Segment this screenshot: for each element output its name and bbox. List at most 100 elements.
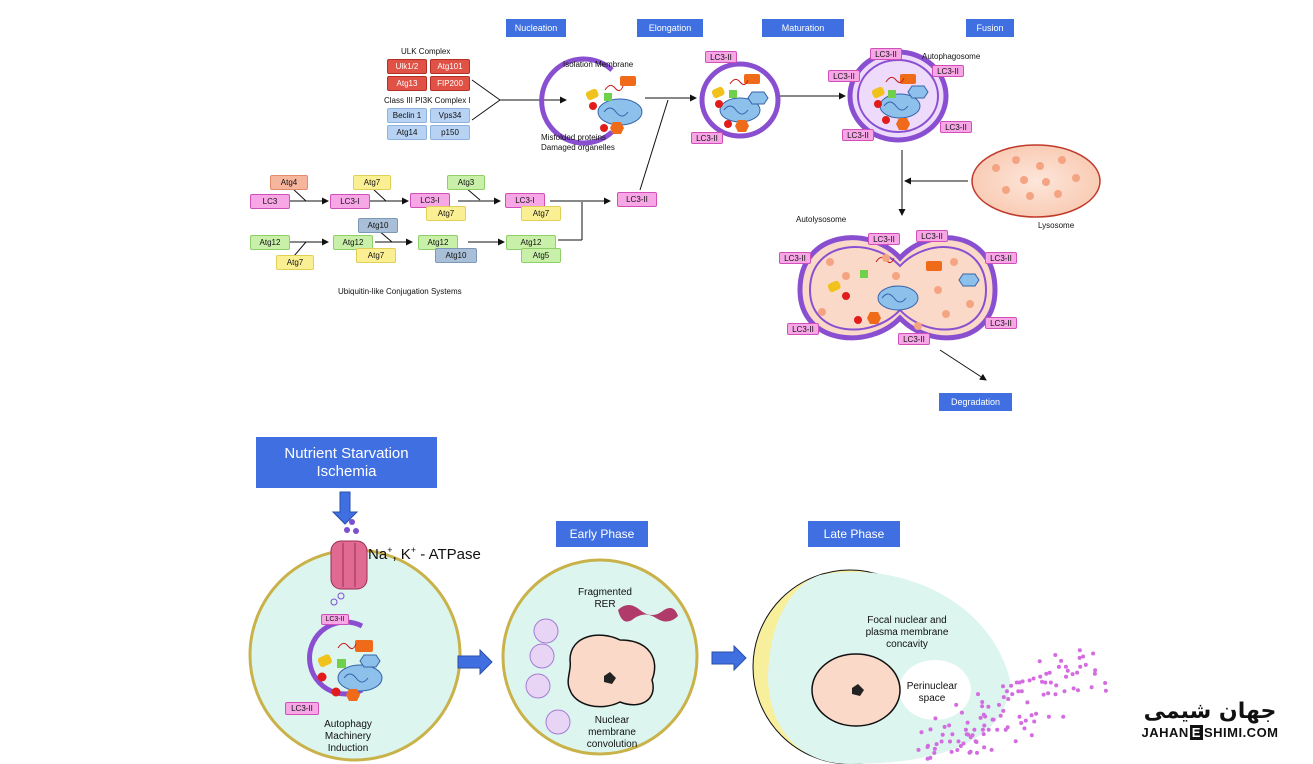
lc3ii-tag: LC3-II xyxy=(691,132,723,144)
particle xyxy=(1083,662,1088,667)
lc3ii-tag: LC3-II xyxy=(321,614,349,625)
particle xyxy=(1014,680,1019,685)
atpase-k: , K xyxy=(392,546,411,563)
fragmented-line: RER xyxy=(594,599,616,610)
isolation-membrane-label: Isolation Membrane xyxy=(563,60,634,69)
cell-3 xyxy=(752,569,1010,764)
particle xyxy=(1071,686,1076,691)
lc3ii-tag: LC3-II xyxy=(868,233,900,245)
particle xyxy=(997,702,1001,707)
particle xyxy=(950,732,955,737)
misfolded-label: Misfolded proteins xyxy=(541,133,606,142)
particle xyxy=(1093,668,1098,673)
conj-atg12: Atg12 xyxy=(506,235,556,250)
particle xyxy=(1013,739,1018,744)
particle xyxy=(1053,653,1058,657)
particle xyxy=(961,741,966,746)
particle xyxy=(1077,648,1082,653)
particle xyxy=(1064,674,1068,679)
particle xyxy=(982,745,987,750)
trigger-line-1: Nutrient Starvation xyxy=(284,444,409,462)
particle xyxy=(1038,674,1043,679)
pi3k-title: Class III PI3K Complex I xyxy=(384,96,471,105)
conj-atg7: Atg7 xyxy=(353,175,391,190)
particle xyxy=(1027,678,1032,683)
particle xyxy=(976,692,980,697)
stage-degradation: Degradation xyxy=(939,393,1012,411)
particle xyxy=(1040,679,1044,684)
particle xyxy=(949,749,954,754)
particle xyxy=(1046,691,1051,696)
focal-line: Focal nuclear and xyxy=(867,615,947,626)
atpase-na: Na xyxy=(368,546,388,563)
particle xyxy=(1041,692,1046,697)
particle xyxy=(1017,714,1022,719)
fragmented-line: Fragmented xyxy=(578,587,632,598)
particle xyxy=(1003,727,1008,732)
particle xyxy=(1070,672,1075,677)
ulk-item: Atg13 xyxy=(387,76,427,91)
particle xyxy=(916,747,921,752)
particle xyxy=(1016,689,1021,694)
particle xyxy=(975,750,979,755)
particle xyxy=(1010,692,1015,697)
particle xyxy=(1103,688,1108,693)
induction-line: Autophagy xyxy=(324,719,372,730)
conj-lc3i: LC3-I xyxy=(330,194,370,209)
induction-label: Autophagy Machinery Induction xyxy=(318,719,378,755)
particle xyxy=(932,746,937,751)
particle xyxy=(1001,695,1006,700)
particle xyxy=(978,715,983,720)
particle xyxy=(940,732,945,737)
lysosome-label: Lysosome xyxy=(1038,221,1075,230)
conj-atg7: Atg7 xyxy=(356,248,396,263)
right-arrow-1 xyxy=(457,648,493,676)
ulk-item: Atg101 xyxy=(430,59,470,74)
conj-atg7: Atg7 xyxy=(521,206,561,221)
maturing-phagosome xyxy=(699,61,781,139)
particle xyxy=(995,727,1000,732)
lc3ii-tag: LC3-II xyxy=(828,70,860,82)
particle xyxy=(1078,664,1083,669)
particle xyxy=(1089,685,1094,690)
ubiquitin-label: Ubiquitin-like Conjugation Systems xyxy=(338,287,462,296)
late-phase-box: Late Phase xyxy=(808,521,900,547)
particle xyxy=(1019,721,1024,725)
lc3ii-tag: LC3-II xyxy=(285,702,319,715)
lc3ii-tag: LC3-II xyxy=(898,333,930,345)
down-arrow xyxy=(331,491,359,525)
particle xyxy=(1053,692,1058,697)
particle xyxy=(1091,651,1096,656)
conj-atg10: Atg10 xyxy=(435,248,477,263)
lc3ii-tag: LC3-II xyxy=(842,129,874,141)
lc3ii-tag: LC3-II xyxy=(940,121,972,133)
lc3ii-tag: LC3-II xyxy=(787,323,819,335)
nucleation-arrows xyxy=(471,79,987,381)
stage-maturation: Maturation xyxy=(762,19,844,37)
stage-fusion: Fusion xyxy=(966,19,1014,37)
particle xyxy=(998,713,1003,718)
particle xyxy=(980,704,985,709)
atpase-sup: + xyxy=(410,545,417,555)
particle xyxy=(990,717,995,722)
conj-lc3: LC3 xyxy=(250,194,290,209)
particle xyxy=(1031,676,1036,681)
particle xyxy=(1006,697,1011,701)
autolysosome-label: Autolysosome xyxy=(796,215,847,224)
particle xyxy=(919,730,924,735)
conj-atg7: Atg7 xyxy=(426,206,466,221)
particle xyxy=(1077,655,1082,660)
focal-line: concavity xyxy=(886,639,928,650)
particle xyxy=(1034,711,1039,716)
particle xyxy=(965,720,970,725)
stage-nucleation: Nucleation xyxy=(506,19,566,37)
focal-concavity-label: Focal nuclear and plasma membrane concav… xyxy=(852,615,962,651)
lc3ii-tag: LC3-II xyxy=(779,252,811,264)
conj-atg10: Atg10 xyxy=(358,218,398,233)
pi3k-item: p150 xyxy=(430,125,470,140)
particle xyxy=(1004,689,1009,694)
particle xyxy=(1001,708,1006,713)
